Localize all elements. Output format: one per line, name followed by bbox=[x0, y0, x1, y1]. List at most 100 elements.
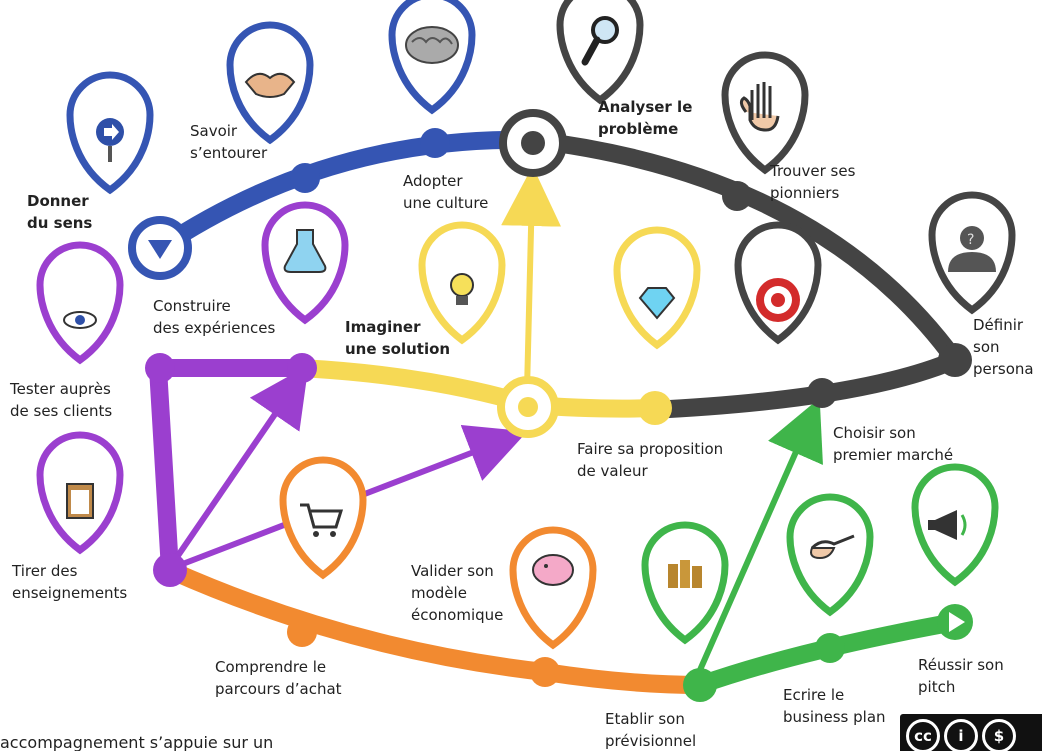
arrow-to-construire bbox=[172, 365, 309, 562]
license-badge: cc i $ bbox=[900, 714, 1042, 751]
label-trouver-l1: Trouver ses bbox=[770, 162, 856, 180]
label-savoir-l2: s’entourer bbox=[190, 144, 268, 162]
node-valider bbox=[530, 657, 560, 687]
label-donner-l1: Donner bbox=[27, 192, 89, 210]
pin-valider bbox=[509, 526, 597, 650]
label-savoir-l1: Savoir bbox=[190, 122, 238, 140]
pin-etablir bbox=[641, 521, 729, 645]
label-choisir-l1: Choisir son bbox=[833, 424, 916, 442]
pin-analyser bbox=[556, 0, 644, 105]
pin-definir: ? bbox=[928, 191, 1016, 315]
eye-icon bbox=[63, 311, 97, 329]
footer-text: accompagnement s’appuie sur un bbox=[0, 733, 274, 751]
label-valider-l2: modèle bbox=[411, 584, 467, 602]
pin-savoir bbox=[226, 21, 314, 145]
label-construire-l2: des expériences bbox=[153, 319, 276, 337]
label-definir-l3: persona bbox=[973, 360, 1034, 378]
label-analyser-l1: Analyser le bbox=[598, 98, 693, 116]
end-node-pitch bbox=[937, 604, 973, 640]
label-construire: Construire des expériences bbox=[153, 295, 275, 339]
center-node-imaginer bbox=[497, 376, 559, 438]
pin-trouver bbox=[721, 51, 809, 175]
label-analyser: Analyser le problème bbox=[598, 96, 692, 140]
arrow-to-choisir bbox=[697, 398, 823, 672]
label-definir-l2: son bbox=[973, 338, 1000, 356]
label-trouver-l2: pionniers bbox=[770, 184, 840, 202]
lightbulb-icon bbox=[450, 273, 474, 305]
target-icon bbox=[756, 278, 800, 322]
label-valider-l1: Valider son bbox=[411, 562, 494, 580]
diamond-icon bbox=[638, 287, 676, 320]
label-valider: Valider son modèle économique bbox=[411, 560, 503, 626]
label-ecrire-l1: Ecrire le bbox=[783, 686, 845, 704]
label-tirer-l2: enseignements bbox=[12, 584, 128, 602]
label-comprendre-l2: parcours d’achat bbox=[215, 680, 342, 698]
label-trouver: Trouver ses pionniers bbox=[770, 160, 855, 204]
label-choisir-l2: premier marché bbox=[833, 446, 954, 464]
label-comprendre-l1: Comprendre le bbox=[215, 658, 327, 676]
label-imaginer-l1: Imaginer bbox=[345, 318, 421, 336]
node-choisir bbox=[807, 378, 837, 408]
label-adopter-l2: une culture bbox=[403, 194, 489, 212]
magnifier-icon bbox=[581, 16, 619, 66]
label-tirer: Tirer des enseignements bbox=[12, 560, 127, 604]
handshake-icon bbox=[244, 72, 296, 98]
brain-icon bbox=[405, 26, 459, 64]
label-valider-l3: économique bbox=[411, 606, 504, 624]
green-track bbox=[691, 613, 964, 694]
pin-comprendre bbox=[279, 456, 367, 580]
label-donner-l2: du sens bbox=[27, 214, 93, 232]
start-node bbox=[128, 216, 192, 280]
arrow-sign-icon bbox=[96, 118, 124, 162]
node-savoir bbox=[290, 163, 320, 193]
label-savoir: Savoir s’entourer bbox=[190, 120, 267, 164]
shopping-cart-icon bbox=[300, 503, 344, 537]
label-analyser-l2: problème bbox=[598, 120, 679, 138]
label-tirer-l1: Tirer des bbox=[12, 562, 78, 580]
node-tirer bbox=[153, 553, 187, 587]
pin-reussir bbox=[911, 463, 999, 587]
coins-icon bbox=[668, 560, 702, 588]
label-comprendre: Comprendre le parcours d’achat bbox=[215, 656, 342, 700]
yellow-track bbox=[291, 359, 664, 418]
pin-construire bbox=[261, 201, 349, 325]
label-donner: Donner du sens bbox=[27, 190, 92, 234]
by-icon: i bbox=[944, 719, 978, 751]
pin-choisir bbox=[734, 221, 822, 345]
label-faire-l1: Faire sa proposition bbox=[577, 440, 724, 458]
clipboard-icon bbox=[66, 483, 94, 519]
pin-faire bbox=[613, 226, 701, 350]
node-construire bbox=[287, 353, 317, 383]
nc-icon: $ bbox=[982, 719, 1016, 751]
label-etablir-l1: Etablir son bbox=[605, 710, 685, 728]
node-etablir bbox=[683, 668, 717, 702]
hand-icon bbox=[739, 82, 780, 132]
node-faire bbox=[638, 391, 672, 425]
center-node-analyser bbox=[499, 109, 567, 177]
pin-adopter bbox=[388, 0, 476, 115]
label-reussir-l1: Réussir son bbox=[918, 656, 1004, 674]
node-adopter bbox=[420, 128, 450, 158]
node-definir bbox=[938, 343, 972, 377]
label-tester-l2: de ses clients bbox=[10, 402, 113, 420]
node-comprendre bbox=[287, 617, 317, 647]
label-imaginer-l2: une solution bbox=[345, 340, 451, 358]
megaphone-icon bbox=[928, 510, 967, 540]
node-trouver bbox=[722, 181, 752, 211]
label-imaginer: Imaginer une solution bbox=[345, 316, 450, 360]
arrow-to-analyser bbox=[501, 166, 562, 391]
person-silhouette-icon: ? bbox=[948, 226, 996, 272]
node-tester bbox=[145, 353, 175, 383]
cc-icon: cc bbox=[906, 719, 940, 751]
purple-track bbox=[149, 359, 309, 579]
label-choisir: Choisir son premier marché bbox=[833, 422, 953, 466]
dark-track-bottom bbox=[641, 351, 964, 419]
label-construire-l1: Construire bbox=[153, 297, 231, 315]
